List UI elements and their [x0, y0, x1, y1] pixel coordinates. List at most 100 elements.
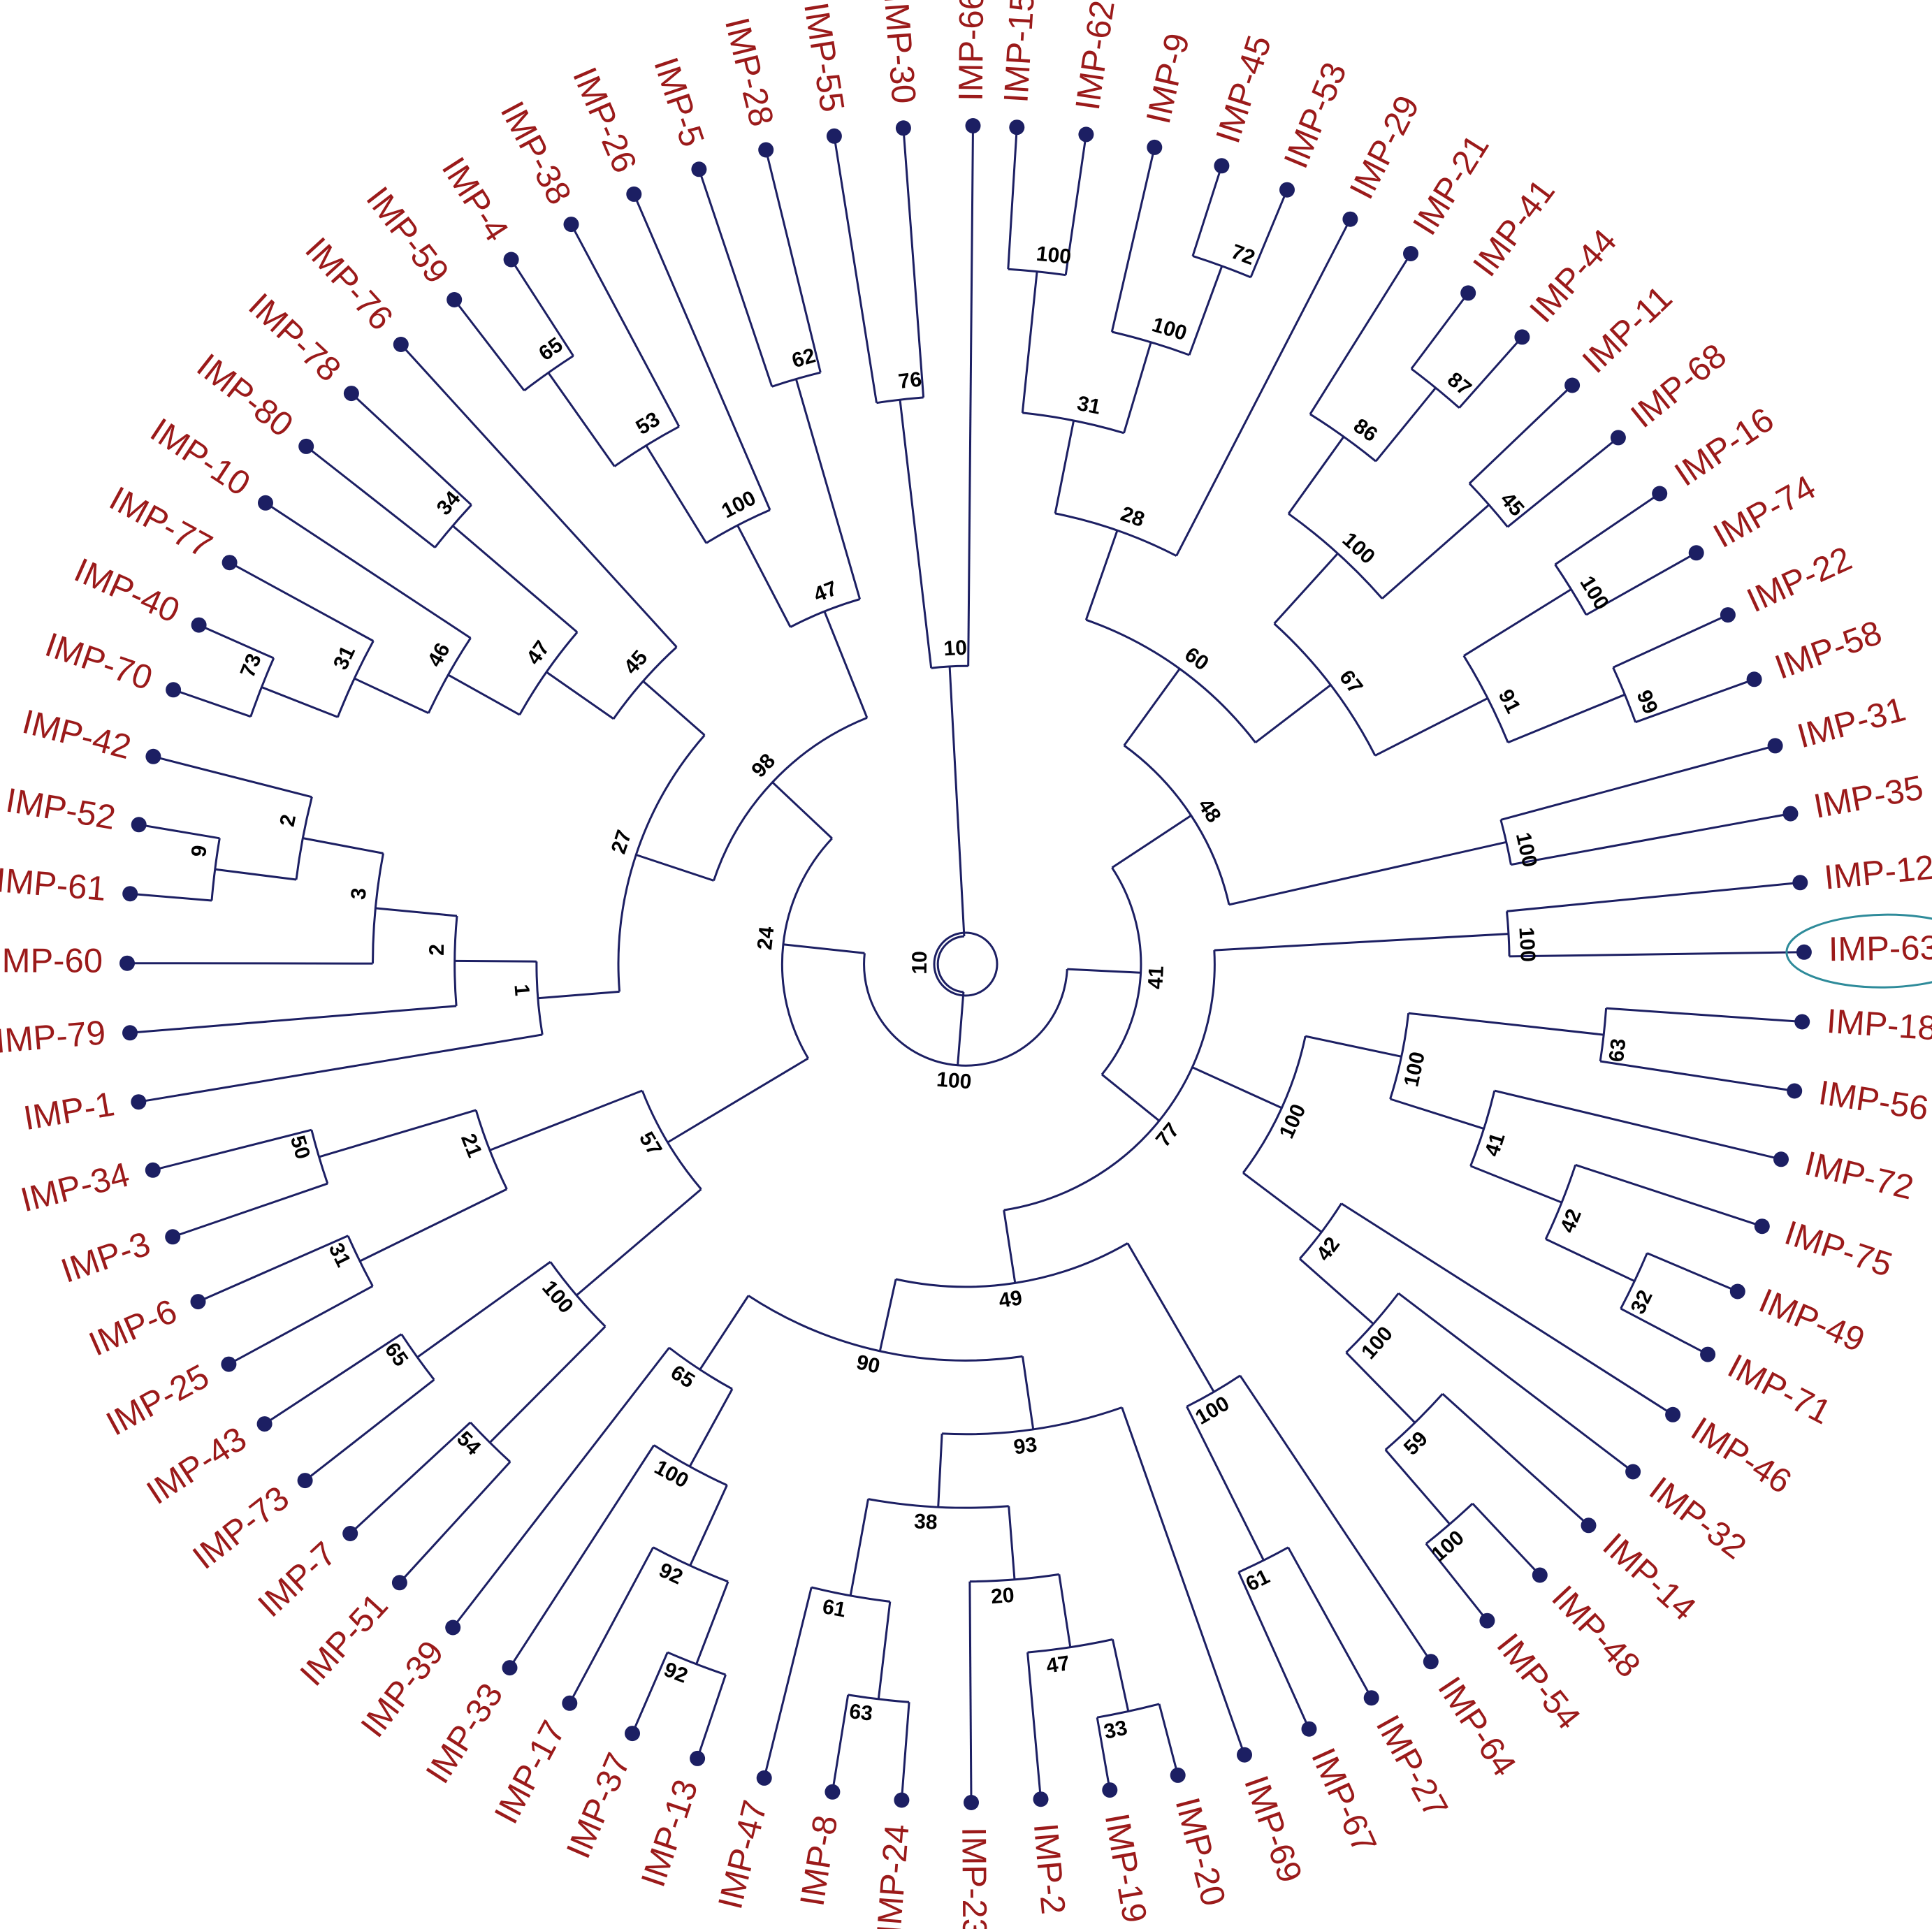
- branch-line: [1008, 1506, 1016, 1580]
- clade-arc: [1544, 1164, 1577, 1240]
- clade-arc: [748, 1295, 1023, 1362]
- bootstrap-label: 100: [936, 1068, 972, 1094]
- branch-line: [261, 686, 338, 718]
- branch-line: [1390, 1098, 1485, 1130]
- leaf-label: IMP-56: [1816, 1074, 1931, 1128]
- leaf-tip-dot: [119, 955, 135, 971]
- branch-line: [849, 1499, 869, 1596]
- branch-line: [198, 624, 275, 660]
- branch-line: [1345, 1351, 1416, 1424]
- leaf-label: IMP-68: [1624, 337, 1734, 435]
- leaf-label: IMP-47: [711, 1797, 774, 1913]
- branch-line: [1507, 693, 1625, 744]
- clade-arc: [936, 935, 964, 993]
- branch-line: [263, 1333, 402, 1425]
- branch-line: [1101, 1073, 1160, 1122]
- bootstrap-label: 100: [1149, 313, 1189, 345]
- bootstrap-label: 48: [1193, 794, 1226, 827]
- branch-line: [350, 393, 472, 506]
- branch-line: [1612, 613, 1729, 669]
- leaf-label: IMP-40: [68, 551, 184, 630]
- leaf-label: IMP-28: [718, 14, 780, 130]
- leaf-tip-dot: [446, 292, 463, 307]
- leaf-tip-dot: [1665, 1406, 1681, 1422]
- leaf-tip-dot: [145, 748, 161, 764]
- leaf-label: IMP-19: [1098, 1810, 1154, 1926]
- leaf-tip-dot: [1729, 1283, 1745, 1300]
- clade-arc: [780, 837, 833, 1059]
- bootstrap-label: 45: [1496, 488, 1529, 521]
- leaf-label: IMP-22: [1741, 539, 1857, 620]
- leaf-label: IMP-10: [144, 411, 257, 503]
- branch-line: [1340, 1202, 1673, 1416]
- leaf-tip-dot: [1363, 1690, 1379, 1706]
- branch-line: [1463, 588, 1572, 657]
- clade-arc: [1242, 1035, 1307, 1174]
- clade-arc: [1612, 667, 1637, 723]
- leaf-tip-dot: [1479, 1613, 1495, 1629]
- branch-line: [763, 1587, 813, 1779]
- leaf-tip-dot: [122, 1025, 138, 1041]
- branch-line: [688, 1388, 734, 1467]
- branch-line: [1575, 1163, 1763, 1228]
- clade-arc: [790, 598, 861, 628]
- leaf-tip-dot: [1237, 1747, 1252, 1763]
- branch-line: [489, 1325, 607, 1443]
- bootstrap-label: 92: [655, 1559, 686, 1589]
- clade-arc: [1022, 412, 1124, 435]
- clade-arc: [372, 853, 384, 964]
- bootstrap-label: 61: [821, 1595, 848, 1622]
- branch-line: [1620, 1307, 1708, 1355]
- leaf-label: IMP-44: [1523, 222, 1624, 330]
- leaf-tip-dot: [758, 142, 774, 158]
- branch-line: [451, 525, 579, 634]
- bootstrap-label: 2: [426, 944, 449, 956]
- leaf-label: IMP-37: [560, 1747, 638, 1863]
- clade-arc: [518, 631, 579, 715]
- leaf-tip-dot: [965, 118, 981, 133]
- clade-arc: [868, 1498, 1009, 1509]
- branch-line: [1186, 1406, 1265, 1561]
- leaf-label: IMP-51: [293, 1587, 395, 1694]
- bootstrap-label: 100: [1357, 1322, 1397, 1363]
- branch-line: [1237, 1571, 1310, 1730]
- leaf-label: IMP-75: [1780, 1214, 1897, 1285]
- leaf-tip-dot: [1610, 430, 1626, 446]
- branch-line: [576, 1188, 702, 1297]
- leaf-tip-dot: [825, 1784, 841, 1800]
- leaf-label: IMP-34: [17, 1156, 133, 1219]
- bootstrap-label: 27: [607, 827, 637, 857]
- branch-line: [1441, 1392, 1590, 1527]
- leaf-label: IMP-74: [1707, 468, 1822, 555]
- branch-line: [948, 666, 966, 937]
- leaf-tip-dot: [445, 1619, 461, 1636]
- branch-line: [937, 1433, 943, 1508]
- leaf-tip-dot: [391, 1575, 407, 1591]
- leaf-tip-dot: [1796, 944, 1812, 960]
- branch-line: [1111, 815, 1192, 869]
- leaf-tip-dot: [503, 252, 519, 268]
- bootstrap-label: 86: [1349, 414, 1381, 446]
- branch-line: [878, 1279, 897, 1352]
- clade-arc: [1384, 1392, 1444, 1451]
- leaf-label: IMP-63: [1828, 929, 1932, 968]
- clade-arc: [895, 1242, 1128, 1288]
- leaf-tip-dot: [1700, 1346, 1716, 1362]
- branch-line: [1635, 678, 1755, 724]
- leaf-tip-dot: [1009, 119, 1025, 136]
- branch-line: [1123, 342, 1152, 434]
- bootstrap-label: 3: [347, 887, 371, 901]
- branch-line: [1599, 1060, 1795, 1092]
- clade-arc: [1123, 744, 1230, 905]
- clade-arc: [1054, 512, 1177, 557]
- leaf-label: IMP-4: [435, 151, 516, 248]
- branch-line: [794, 379, 862, 600]
- leaf-tip-dot: [131, 1094, 147, 1110]
- branch-line: [138, 1033, 543, 1103]
- branch-line: [833, 136, 878, 403]
- clade-arc: [1298, 1202, 1342, 1260]
- clade-arc: [1085, 618, 1256, 743]
- branch-line: [1096, 1717, 1111, 1791]
- bootstrap-label: 31: [1075, 392, 1103, 419]
- leaf-label: IMP-35: [1811, 769, 1926, 825]
